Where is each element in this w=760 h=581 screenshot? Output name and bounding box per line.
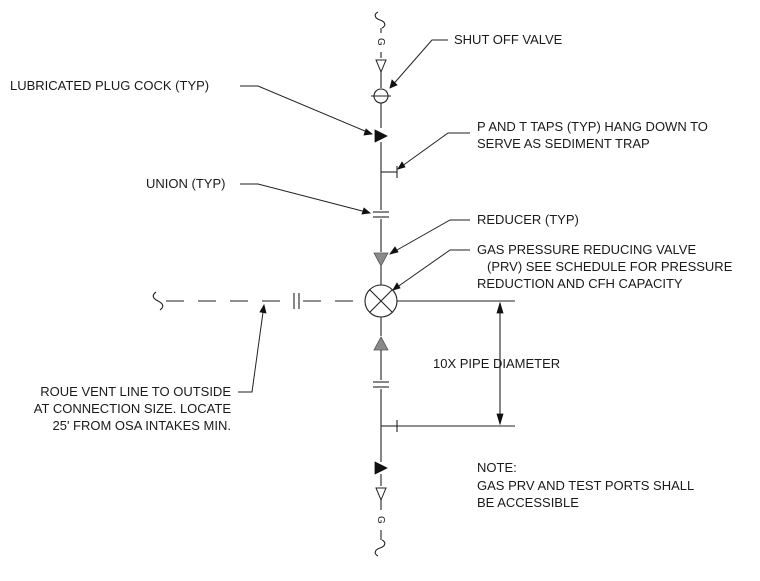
plug-cock-symbol-bottom xyxy=(374,461,388,475)
label-reducer: REDUCER (TYP) xyxy=(477,212,579,227)
label-vent-line1: ROUE VENT LINE TO OUTSIDE xyxy=(40,384,231,399)
label-pt-taps-line2: SERVE AS SEDIMENT TRAP xyxy=(477,136,650,151)
note-line2: BE ACCESSIBLE xyxy=(477,495,579,510)
vent-pipe-break xyxy=(152,291,164,311)
note-title: NOTE: xyxy=(477,460,517,475)
label-pipe-diameter: 10X PIPE DIAMETER xyxy=(433,356,560,371)
label-pt-taps-line1: P AND T TAPS (TYP) HANG DOWN TO xyxy=(477,119,708,134)
label-union: UNION (TYP) xyxy=(146,176,225,191)
label-vent-line2: AT CONNECTION SIZE. LOCATE xyxy=(34,401,232,416)
bottom-pipe-break xyxy=(374,539,386,557)
reducer-symbol-top xyxy=(373,252,389,267)
gas-label-top: G xyxy=(375,38,386,46)
note-line1: GAS PRV AND TEST PORTS SHALL xyxy=(477,478,694,493)
label-shut-off-valve: SHUT OFF VALVE xyxy=(454,32,563,47)
flow-arrow-top xyxy=(375,59,387,74)
leader-lines xyxy=(238,39,470,393)
label-prv-line1: GAS PRESSURE REDUCING VALVE xyxy=(477,242,696,257)
flow-arrow-bottom xyxy=(375,487,387,502)
label-prv-line2: (PRV) SEE SCHEDULE FOR PRESSURE xyxy=(487,259,733,274)
plug-cock-symbol-top xyxy=(374,129,388,143)
label-vent-line3: 25' FROM OSA INTAKES MIN. xyxy=(53,418,232,433)
reducer-symbol-bottom xyxy=(373,336,389,351)
label-prv-line3: REDUCTION AND CFH CAPACITY xyxy=(477,276,683,291)
gas-label-bottom: G xyxy=(375,516,386,524)
top-pipe-break xyxy=(374,11,386,29)
annotation-text: SHUT OFF VALVE LUBRICATED PLUG COCK (TYP… xyxy=(10,32,733,510)
main-gas-pipe: G xyxy=(364,11,515,557)
label-lubricated-plug-cock: LUBRICATED PLUG COCK (TYP) xyxy=(10,78,209,93)
pipe-diameter-dimension xyxy=(496,301,504,426)
vent-line xyxy=(152,291,365,311)
